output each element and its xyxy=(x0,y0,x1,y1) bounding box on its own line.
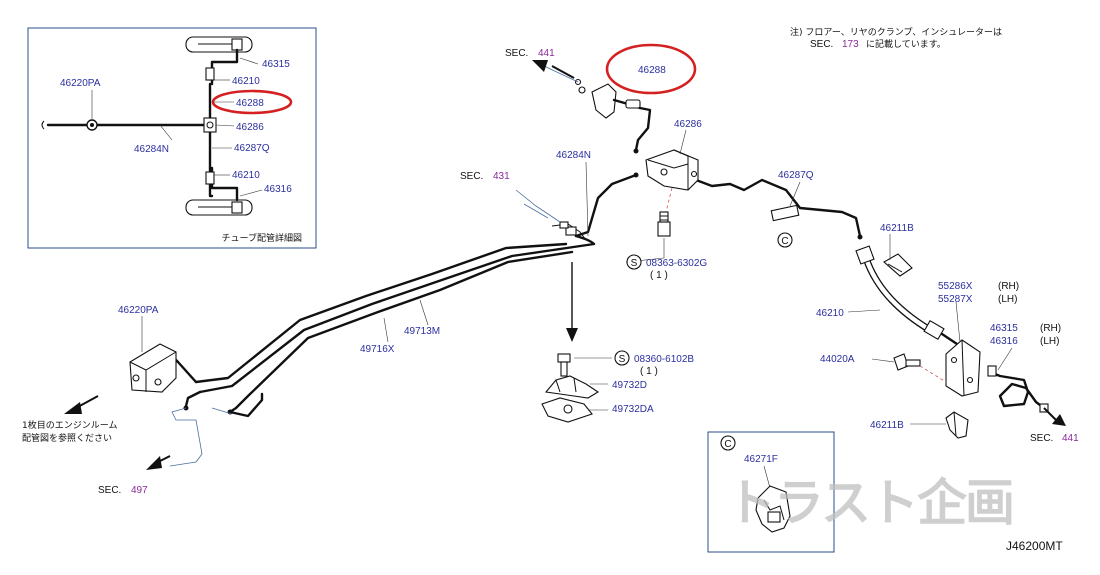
hose-46210 xyxy=(855,245,962,348)
bolt-08363 xyxy=(657,211,671,258)
leader-lines xyxy=(383,129,1013,411)
note-sec-prefix: SEC. xyxy=(810,39,833,50)
watermark-logo: トラスト企画 xyxy=(726,473,1013,532)
inset-caption: チューブ配管詳細図 xyxy=(222,232,302,244)
label-46316: 46316 xyxy=(990,336,1018,347)
inset-label-46210-bottom: 46210 xyxy=(232,170,260,181)
label-46210: 46210 xyxy=(816,308,844,319)
sec-431-number: 431 xyxy=(493,171,510,182)
sec431-link xyxy=(515,189,561,223)
clip-46211b-top xyxy=(883,253,913,277)
inset-label-46287q: 46287Q xyxy=(234,143,270,154)
section-arrows xyxy=(64,60,1066,470)
part-labels: 46288 46286 46284N 46287Q 46211B 55286X … xyxy=(118,65,1061,431)
label-46315: 46315 xyxy=(990,323,1018,334)
sec-497-prefix: SEC. xyxy=(98,485,121,496)
inset-label-46210-top: 46210 xyxy=(232,76,260,87)
sec-497-number: 497 xyxy=(131,485,148,496)
label-49732da: 49732DA xyxy=(612,404,654,415)
inset-border xyxy=(27,27,317,249)
note-sec-number: 173 xyxy=(842,39,859,50)
label-49732d: 49732D xyxy=(612,380,647,391)
label-46211b-top: 46211B xyxy=(880,223,914,234)
label-46284n: 46284N xyxy=(556,150,591,161)
tube-46315 xyxy=(987,365,1049,413)
label-46286: 46286 xyxy=(674,119,702,130)
section-refs: SEC. 441 SEC. 431 SEC. 497 SEC. 441 xyxy=(98,48,1079,496)
c-mark-inset: C xyxy=(724,439,731,450)
label-49716x: 49716X xyxy=(360,344,395,355)
upper-bracket xyxy=(543,65,642,119)
sec-441-top-prefix: SEC. xyxy=(505,48,528,59)
label-46271f: 46271F xyxy=(744,454,778,465)
clip-assembly-49732 xyxy=(541,353,600,423)
inset-highlight-46288 xyxy=(211,89,293,115)
label-44020a: 44020A xyxy=(820,354,855,365)
highlight-46288 xyxy=(605,43,697,95)
label-49713m: 49713M xyxy=(404,326,440,337)
top-note: 注) フロアー、リヤのクランプ、インシュレーターは SEC. 173 に記載して… xyxy=(790,26,1002,50)
diagram-code: J46200MT xyxy=(1006,539,1063,553)
sec-441-right-prefix: SEC. xyxy=(1030,433,1053,444)
sec-441-top-number: 441 xyxy=(538,48,555,59)
label-bolt-08360-qty: ( 1 ) xyxy=(640,366,658,377)
note-line1: 注) フロアー、リヤのクランプ、インシュレーターは xyxy=(790,26,1002,38)
label-55287x: 55287X xyxy=(938,294,973,305)
label-46211b-bottom: 46211B xyxy=(870,420,904,431)
bracket-55286x xyxy=(945,339,981,397)
inset-label-46316: 46316 xyxy=(264,184,292,195)
label-55286x: 55286X xyxy=(938,281,973,292)
note-sec-suffix: に記載しています。 xyxy=(866,38,946,50)
inset-label-46284n: 46284N xyxy=(134,144,169,155)
engine-note-line2: 配管図を参照ください xyxy=(22,432,112,444)
label-bolt-08363-qty: ( 1 ) xyxy=(650,270,668,281)
clip-46211b-bottom xyxy=(910,411,969,439)
junction-block-46286 xyxy=(645,149,699,213)
sec-431-prefix: SEC. xyxy=(460,171,483,182)
marks: S S C xyxy=(614,232,793,366)
s-mark-2: S xyxy=(619,354,626,365)
label-46220pa: 46220PA xyxy=(118,305,159,316)
down-arrow xyxy=(566,262,578,342)
s-mark-1: S xyxy=(631,258,638,269)
label-46287q: 46287Q xyxy=(778,170,814,181)
inset-label-46220pa: 46220PA xyxy=(60,78,101,89)
label-lh-2: (LH) xyxy=(1040,336,1059,347)
label-lh-1: (LH) xyxy=(998,294,1017,305)
label-rh-1: (RH) xyxy=(998,281,1019,292)
bolt-44020a xyxy=(871,353,947,383)
c-detail-inset: C 46271F xyxy=(707,431,835,553)
label-rh-2: (RH) xyxy=(1040,323,1061,334)
label-bolt-08360: 08360-6102B xyxy=(634,354,694,365)
c-mark-main: C xyxy=(781,236,788,247)
block-46220pa xyxy=(129,316,177,393)
detail-inset: 46315 46210 46288 46286 46287Q 46210 463… xyxy=(27,27,317,249)
inset-label-46288: 46288 xyxy=(236,98,264,109)
engine-note-line1: 1枚目のエンジンルーム xyxy=(22,419,117,431)
sec-441-right-number: 441 xyxy=(1062,433,1079,444)
inset-label-46286: 46286 xyxy=(236,122,264,133)
label-46288: 46288 xyxy=(638,65,666,76)
sec497-link xyxy=(169,407,233,467)
label-bolt-08363: 08363-6302G xyxy=(646,258,707,269)
inset-label-46315: 46315 xyxy=(262,59,290,70)
